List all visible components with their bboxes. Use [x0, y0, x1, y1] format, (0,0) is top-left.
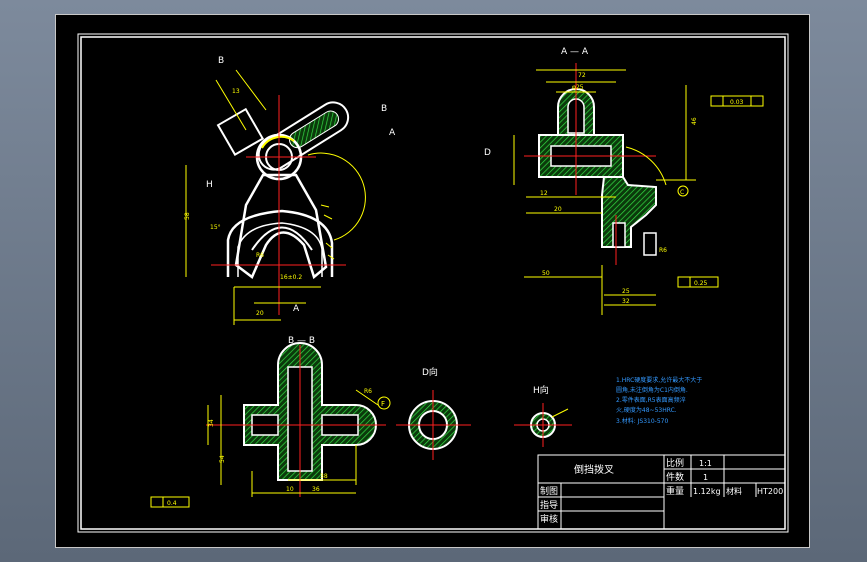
dim-aa-20: 20 — [554, 206, 562, 213]
scale-label: 比例 — [666, 457, 684, 469]
view-marker-a-right: A — [389, 128, 396, 138]
d-view-label: D向 — [422, 366, 438, 378]
dim-bb-54: 54 — [219, 455, 226, 463]
dim-main-width: 16±0.2 — [280, 274, 302, 281]
section-aa-label: A — A — [561, 47, 589, 57]
qty-value: 1 — [703, 473, 708, 482]
drawing-viewport[interactable]: B B A H A 58 16±0.2 20 13 15° R6 A — A — [55, 14, 810, 548]
weight-value: 1.12kg — [693, 487, 721, 496]
dim-aa-72: 72 — [578, 72, 586, 79]
dim-bb-36: 36 — [312, 486, 320, 493]
note-line-2: 圆角,未注倒角为C1内倒角. — [616, 386, 688, 394]
gdt-flatness-value: 0.03 — [730, 99, 744, 106]
dim-aa-32: 32 — [622, 298, 630, 305]
datum-f-label: F — [381, 400, 385, 408]
dim-aa-r6: R6 — [659, 247, 667, 254]
cad-drawing: B B A H A 58 16±0.2 20 13 15° R6 A — A — [77, 33, 789, 533]
outer-frame — [77, 33, 789, 533]
view-marker-a-bottom: A — [293, 304, 300, 314]
guide-label: 指导 — [540, 499, 558, 511]
dim-aa-50: 50 — [542, 270, 550, 277]
view-marker-h: H — [206, 180, 213, 190]
qty-label: 件数 — [666, 471, 684, 483]
gdt-position-value: 0.25 — [694, 280, 708, 287]
h-view-label: H向 — [533, 384, 549, 396]
dim-aa-25: 25 — [622, 288, 630, 295]
datum-c-label: C — [680, 189, 684, 196]
dim-bb-10: 10 — [286, 486, 294, 493]
note-line-3: 2.零件表面,R5表面高频淬 — [616, 396, 686, 404]
material-label: 材料 — [726, 486, 742, 496]
dim-bb-38: 38 — [320, 473, 328, 480]
weight-label: 重量 — [666, 485, 684, 497]
technical-notes: 1.HRC硬度要求,允许最大不大于 圆角,未注倒角为C1内倒角. 2.零件表面,… — [616, 376, 702, 425]
dim-bb-r6: R6 — [364, 388, 372, 395]
dim-main-bottom: 20 — [256, 310, 264, 317]
dim-aa-12: 12 — [540, 190, 548, 197]
d-view — [396, 390, 471, 460]
main-view — [185, 69, 366, 325]
note-line-4: 火,硬度为48~53HRC. — [616, 406, 677, 414]
dim-main-angle: 15° — [210, 224, 221, 231]
scale-value: 1:1 — [699, 459, 712, 468]
material-value: HT200 — [757, 487, 783, 496]
section-bb-label: B — B — [288, 336, 315, 346]
dim-main-arm: 13 — [232, 88, 240, 95]
h-view — [514, 403, 572, 447]
drawn-label: 制图 — [540, 485, 558, 497]
note-line-1: 1.HRC硬度要求,允许最大不大于 — [616, 376, 702, 384]
section-bb-view: 34 54 38 36 10 R6 F 0.4 — [150, 342, 391, 508]
view-marker-b-top: B — [218, 56, 224, 66]
view-marker-b-right: B — [381, 104, 387, 114]
section-aa-view: 72 φ25 12 20 50 25 32 46 R6 0.03 0.25 — [513, 63, 764, 315]
inner-frame — [80, 36, 786, 530]
dim-bb-34: 34 — [208, 419, 215, 427]
dim-main-r6: R6 — [256, 252, 264, 259]
dim-aa-46: 46 — [691, 117, 698, 125]
title-block — [537, 454, 786, 530]
part-name: 倒挡拨叉 — [574, 463, 614, 476]
view-marker-d: D — [484, 148, 491, 158]
dim-aa-phi25: φ25 — [572, 84, 584, 91]
gdt-bb-value: 0.4 — [167, 500, 177, 507]
dim-main-height: 58 — [184, 212, 191, 220]
note-line-5: 3.材料: JS310-570 — [616, 417, 668, 425]
review-label: 审核 — [540, 513, 558, 525]
